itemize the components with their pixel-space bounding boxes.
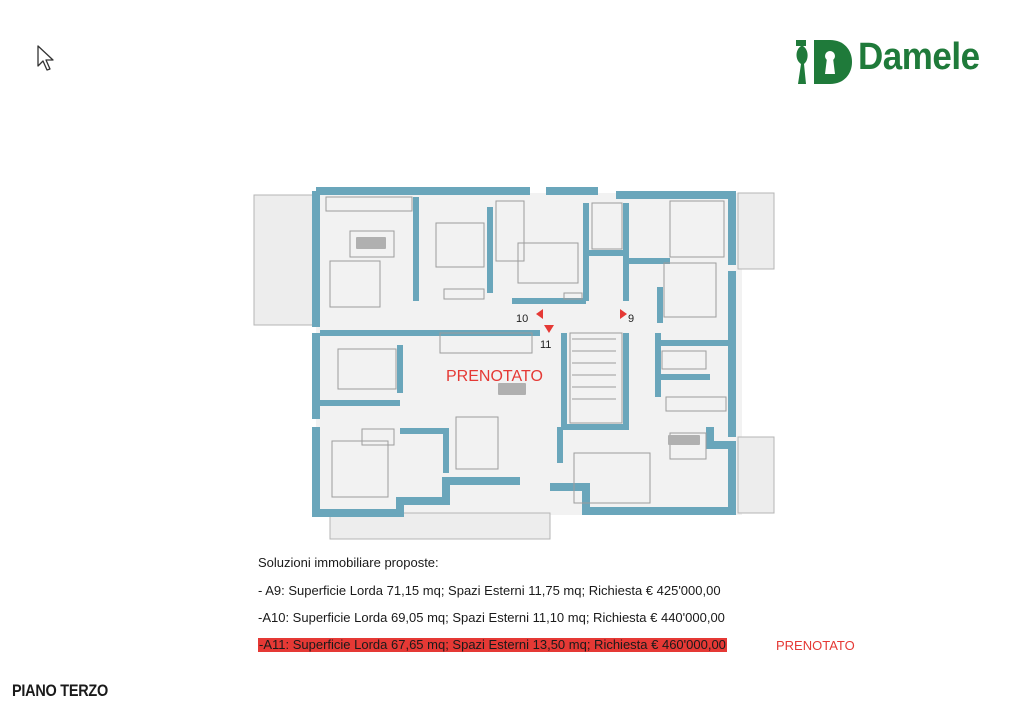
plan-reserved-stamp: PRENOTATO bbox=[446, 368, 543, 385]
reserved-label: PRENOTATO bbox=[776, 638, 855, 653]
floor-title: PIANO TERZO bbox=[12, 681, 108, 700]
floor-plan: 10 11 9 PRENOTATO bbox=[253, 187, 775, 540]
listing-item-a10: -A10: Superficie Lorda 69,05 mq; Spazi E… bbox=[258, 610, 725, 625]
unit-9-number: 9 bbox=[628, 313, 634, 325]
balcony-north-east bbox=[737, 192, 775, 270]
unit-9-marker bbox=[620, 309, 627, 319]
unit-11-number: 11 bbox=[540, 339, 551, 351]
unit-10-number: 10 bbox=[516, 313, 528, 325]
damele-logo bbox=[796, 40, 852, 84]
unit-11-marker bbox=[544, 325, 554, 333]
balcony-south-east bbox=[737, 436, 775, 514]
unit-10-marker bbox=[536, 309, 543, 319]
mouse-cursor-icon bbox=[37, 45, 54, 71]
listing-item-a9: - A9: Superficie Lorda 71,15 mq; Spazi E… bbox=[258, 583, 721, 598]
listing-heading: Soluzioni immobiliare proposte: bbox=[258, 555, 439, 570]
balcony-south bbox=[329, 512, 551, 540]
brand-name: Damele bbox=[858, 36, 980, 78]
balcony-west bbox=[253, 194, 317, 326]
listing-item-a11: -A11: Superficie Lorda 67,65 mq; Spazi E… bbox=[258, 637, 727, 652]
